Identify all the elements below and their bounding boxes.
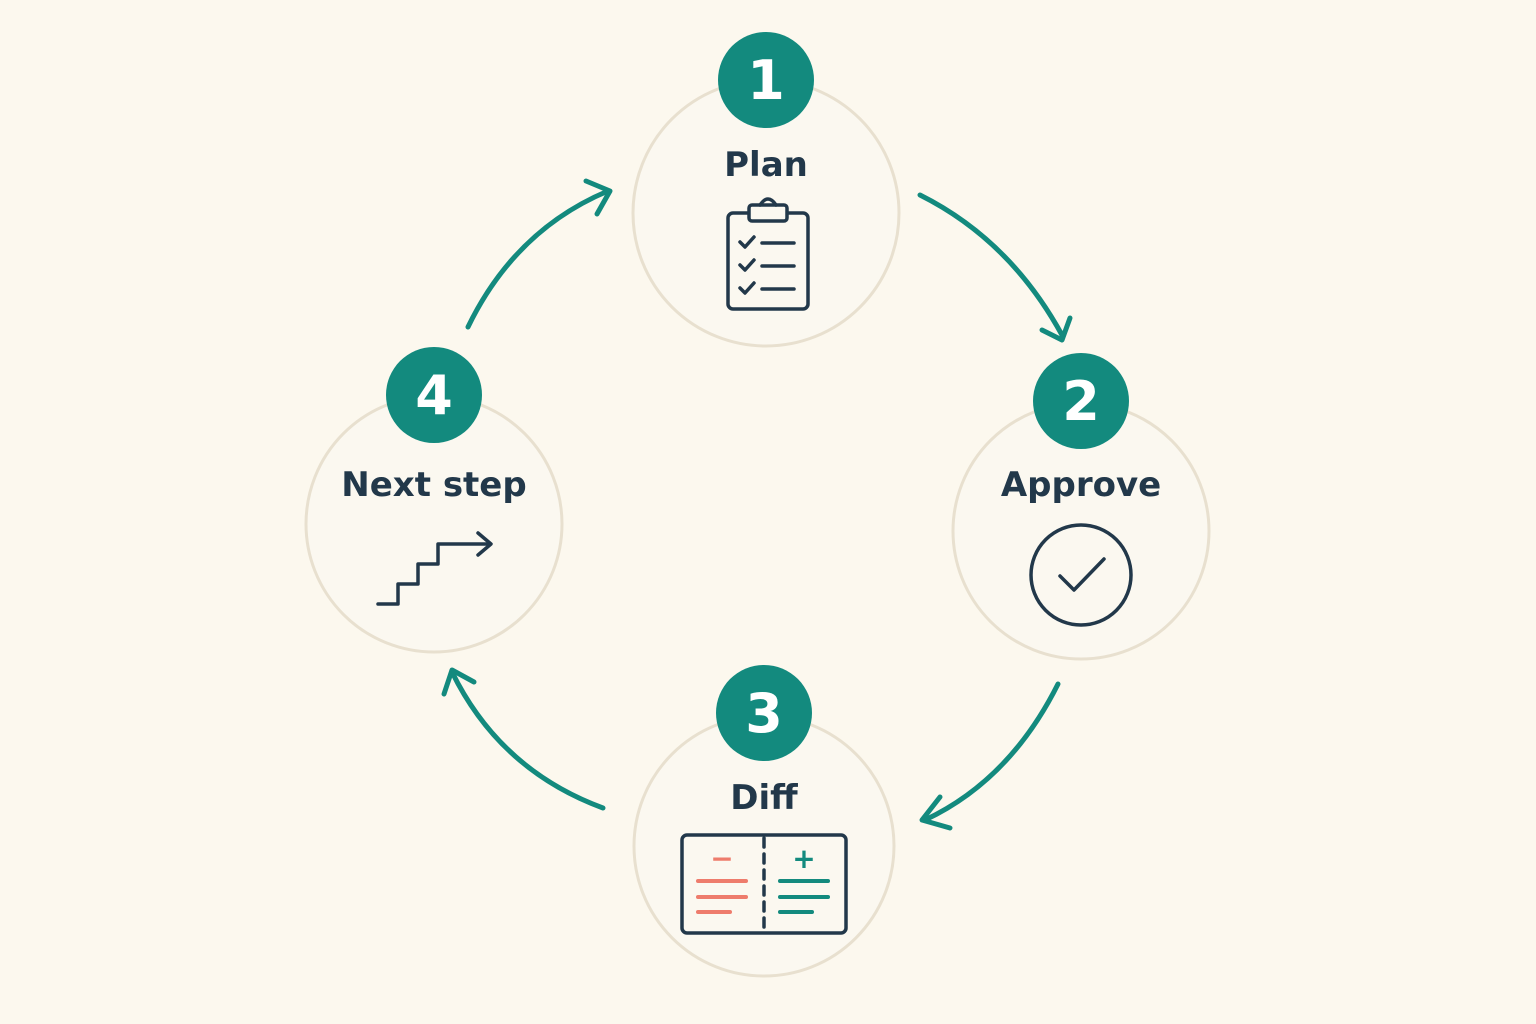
- plus-icon: +: [792, 842, 815, 875]
- flow-arrows: [441, 178, 1073, 831]
- step-node-next-step: 4 Next step: [304, 347, 564, 654]
- step-number: 4: [415, 364, 453, 427]
- step-label: Next step: [341, 465, 526, 505]
- added-lines: [778, 879, 830, 914]
- clipboard-checklist-icon: [726, 197, 810, 311]
- step-number-badge: [386, 347, 482, 443]
- stairs-arrow-icon: [376, 531, 493, 606]
- step-number: 1: [747, 49, 785, 112]
- step-label: Plan: [724, 145, 808, 185]
- step-number: 3: [745, 682, 783, 745]
- step-number-badge: [1033, 353, 1129, 449]
- arrow-next-step-to-plan: [465, 178, 613, 330]
- minus-icon: −: [710, 842, 733, 875]
- arrow-diff-to-next-step: [441, 667, 606, 811]
- arrow-approve-to-diff: [919, 681, 1061, 831]
- split-diff-icon: − +: [680, 833, 848, 935]
- check-circle-icon: [1029, 523, 1133, 627]
- step-node-approve: 2 Approve: [951, 353, 1211, 661]
- step-node-plan: 1 Plan: [631, 32, 901, 348]
- step-label: Diff: [730, 778, 798, 818]
- removed-lines: [696, 879, 748, 914]
- step-number-badge: [718, 32, 814, 128]
- step-number: 2: [1062, 370, 1100, 433]
- arrow-plan-to-approve: [917, 192, 1073, 343]
- step-node-diff: 3 Diff − +: [632, 665, 896, 978]
- step-number-badge: [716, 665, 812, 761]
- step-label: Approve: [1001, 465, 1161, 505]
